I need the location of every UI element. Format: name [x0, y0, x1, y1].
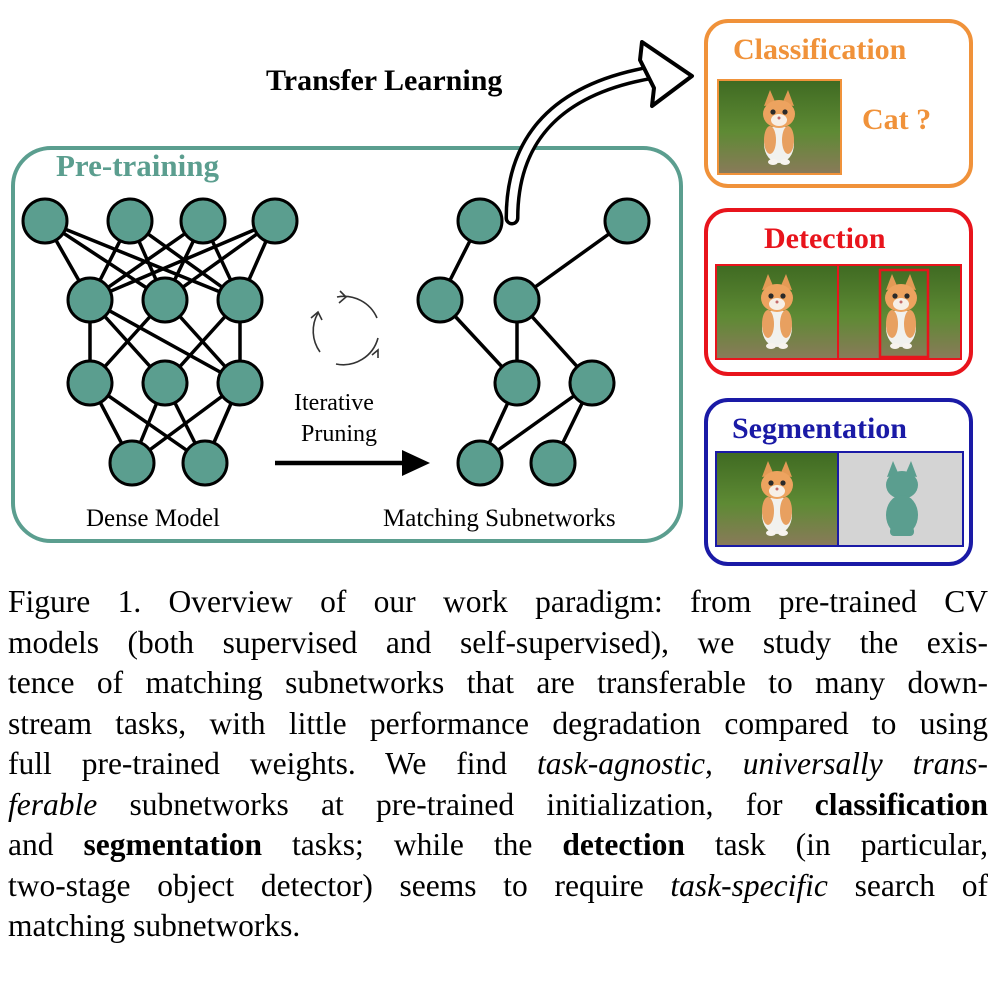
- iterative-label: Iterative: [294, 390, 374, 416]
- detection-panel: Detection: [704, 208, 973, 376]
- figure-caption: Figure 1. Overview of our work paradigm:…: [8, 582, 988, 947]
- dense-node: [179, 197, 227, 245]
- segmentation-title: Segmentation: [732, 412, 907, 445]
- subnetwork-node: [603, 197, 651, 245]
- subnetwork-nodes: [416, 197, 651, 487]
- segmentation-mask: [837, 451, 964, 547]
- segmentation-image: [715, 451, 839, 547]
- caption-line: two-stage object detector) seems to requ…: [8, 867, 988, 903]
- caption-line: matching subnetworks.: [8, 908, 301, 943]
- subnetwork-node: [456, 197, 504, 245]
- detection-image-right: [837, 264, 962, 360]
- caption-line: full pre-trained weights. We find task-a…: [8, 746, 988, 781]
- dense-node: [251, 197, 299, 245]
- dense-model-label: Dense Model: [86, 505, 220, 532]
- pretraining-box: [11, 146, 683, 543]
- subnetwork-node: [493, 276, 541, 324]
- dense-model-edges: [43, 219, 277, 465]
- classification-title: Classification: [733, 33, 907, 66]
- segmentation-panel: Segmentation: [704, 398, 973, 566]
- pruning-label: Pruning: [301, 421, 377, 447]
- caption-line: models (both supervised and self-supervi…: [8, 624, 988, 660]
- dense-node: [216, 359, 264, 407]
- dense-node: [181, 439, 229, 487]
- matching-subnetworks-label: Matching Subnetworks: [383, 505, 616, 532]
- pretraining-label: Pre-training: [56, 148, 220, 183]
- classification-cat-image: [717, 79, 842, 175]
- caption-line: Figure 1. Overview of our work paradigm:…: [8, 584, 988, 619]
- detection-image-left: [715, 264, 839, 360]
- detection-title: Detection: [764, 222, 886, 255]
- subnetwork-node: [416, 276, 464, 324]
- caption-line: stream tasks, with little performance de…: [8, 705, 988, 741]
- dense-node: [66, 359, 114, 407]
- dense-node: [21, 197, 69, 245]
- subnetwork-edges: [438, 219, 629, 465]
- transfer-learning-label: Transfer Learning: [266, 64, 502, 97]
- classification-answer: Cat ?: [862, 103, 931, 136]
- detection-bounding-box: [878, 268, 930, 359]
- caption-line: and segmentation tasks; while the detect…: [8, 827, 989, 862]
- caption-line: tence of matching subnetworks that are t…: [8, 665, 988, 700]
- subnetwork-node: [493, 359, 541, 407]
- pruning-arrow: [275, 450, 430, 476]
- subnetwork-node: [456, 439, 504, 487]
- dense-node: [216, 276, 264, 324]
- dense-node: [108, 439, 156, 487]
- figure-diagram: Pre-training: [11, 19, 973, 566]
- dense-model-nodes: [21, 197, 299, 487]
- subnetwork-node: [568, 359, 616, 407]
- dense-node: [106, 197, 154, 245]
- dense-node: [66, 276, 114, 324]
- subnetwork-node: [529, 439, 577, 487]
- classification-panel: Classification Cat ?: [704, 19, 973, 188]
- dense-node: [141, 276, 189, 324]
- cycle-icon: [310, 290, 379, 366]
- transfer-arrow: [504, 40, 694, 226]
- caption-line: ferable subnetworks at pre-trained initi…: [8, 786, 988, 822]
- dense-node: [141, 359, 189, 407]
